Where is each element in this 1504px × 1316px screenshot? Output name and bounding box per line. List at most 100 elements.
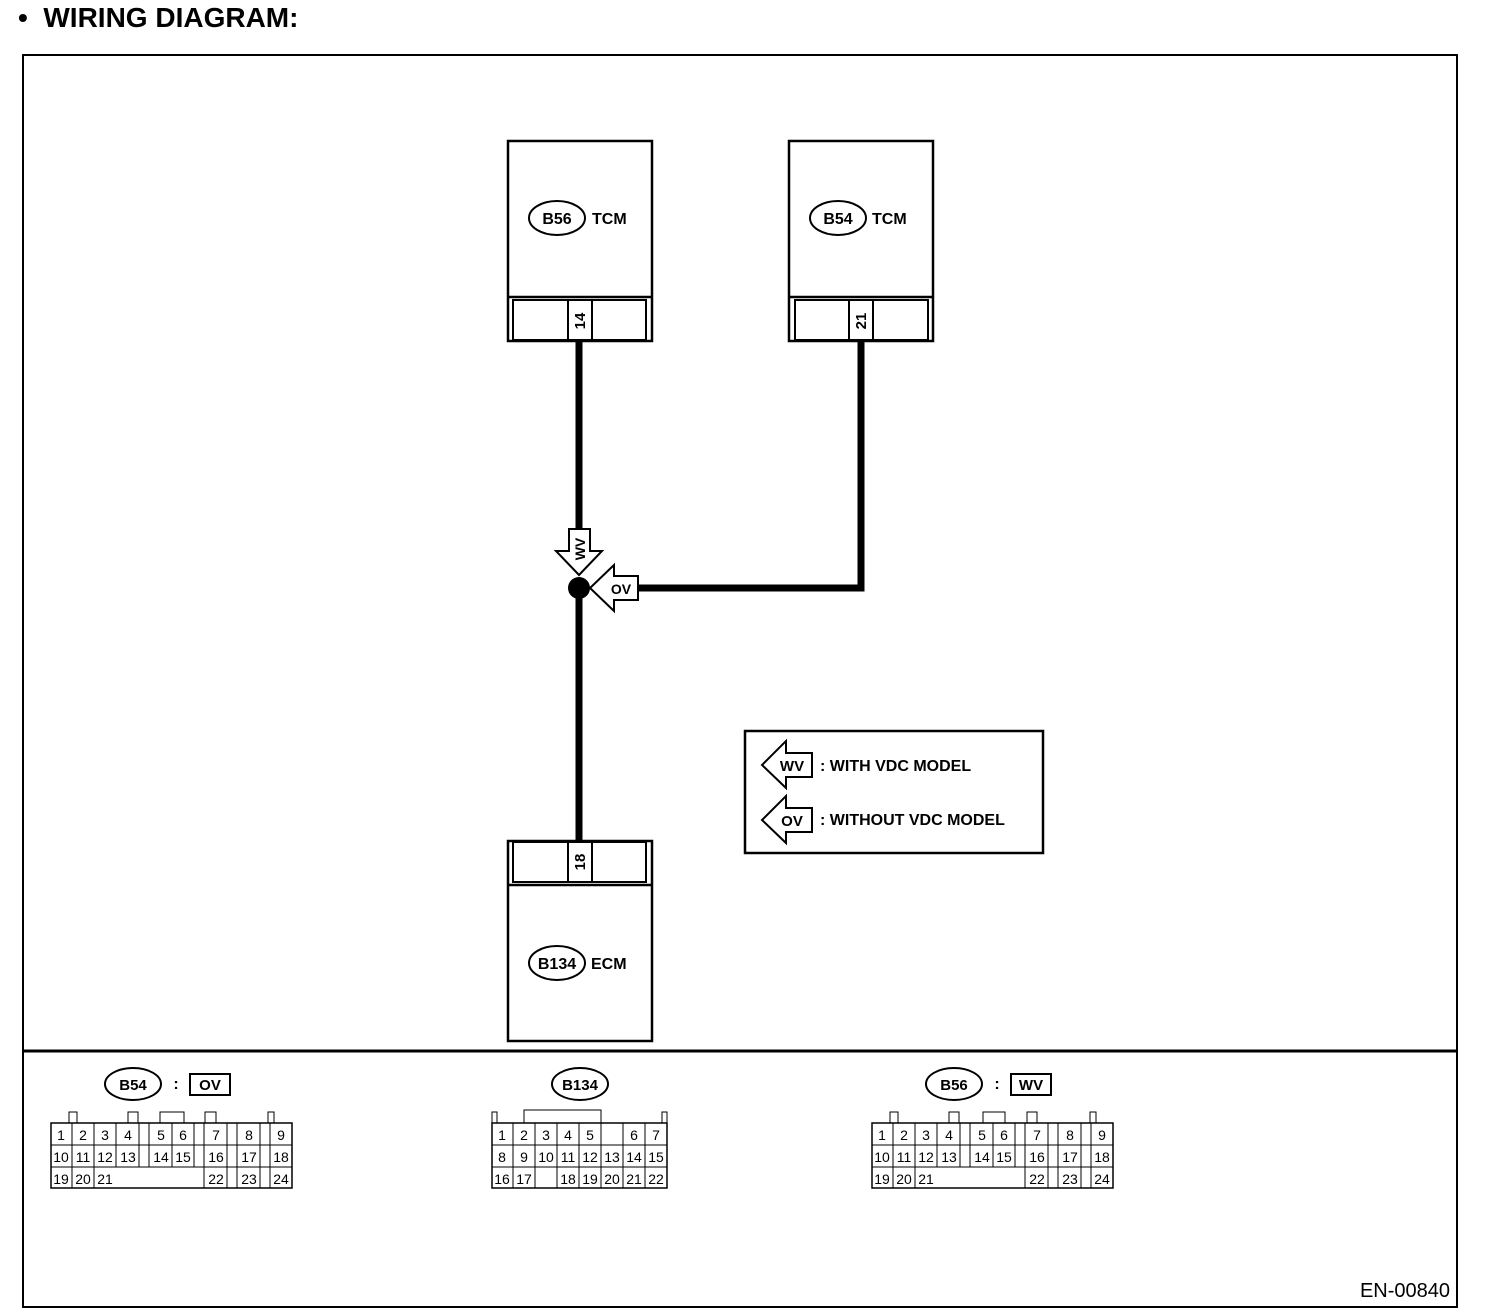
pin-label: 1 (57, 1127, 65, 1143)
diagram-code: EN-00840 (1359, 1280, 1450, 1302)
pin-label: 2 (900, 1127, 908, 1143)
b134-ecm-unit: B134 ECM 18 (506, 839, 654, 1043)
connector-view-b134-id: B134 (562, 1077, 599, 1094)
pin-label: 19 (582, 1171, 598, 1187)
pin-label: 10 (53, 1149, 69, 1165)
b56-connector-id: B56 (542, 211, 571, 228)
pin-label: 9 (277, 1127, 285, 1143)
connector-view-b54-id: B54 (119, 1077, 147, 1094)
connector-view-b56-grid (871, 1111, 1114, 1189)
wire-b54-to-junction (638, 341, 865, 592)
legend-wv-code: WV (780, 758, 804, 775)
b56-pin-14: 14 (572, 312, 589, 329)
pin-label: 14 (626, 1149, 642, 1165)
pin-label: 7 (652, 1127, 660, 1143)
diagram-frame (22, 54, 1458, 1308)
pin-label: 17 (516, 1171, 532, 1187)
pin-label: 15 (175, 1149, 191, 1165)
pin-label: 22 (1029, 1171, 1045, 1187)
connector-view-b134-pins: 1 2 3 4 5 6 7 8 9 10 11 12 13 14 15 16 1… (494, 1127, 664, 1187)
pin-label: 19 (874, 1171, 890, 1187)
pin-label: 7 (1033, 1127, 1041, 1143)
pin-label: 5 (978, 1127, 986, 1143)
pin-label: 11 (561, 1149, 576, 1165)
pin-label: 3 (101, 1127, 109, 1143)
pin-label: 21 (626, 1171, 642, 1187)
pin-label: 15 (996, 1149, 1012, 1165)
b134-connector-id: B134 (538, 956, 576, 973)
pin-label: 13 (120, 1149, 136, 1165)
pin-label: 20 (75, 1171, 91, 1187)
pin-label: 4 (945, 1127, 953, 1143)
connector-view-b54-variant: OV (199, 1077, 221, 1094)
pin-label: 2 (520, 1127, 528, 1143)
connector-view-b56: B56 : WV 1 2 3 (871, 1067, 1114, 1189)
legend-wv-text: : WITH VDC MODEL (820, 758, 971, 775)
pin-label: 23 (241, 1171, 257, 1187)
pin-label: 22 (208, 1171, 224, 1187)
pin-label: 9 (1098, 1127, 1106, 1143)
b54-connector-id: B54 (823, 211, 852, 228)
pin-label: 1 (878, 1127, 886, 1143)
splice-junction (568, 577, 590, 599)
pin-label: 3 (542, 1127, 550, 1143)
pin-label: 17 (1062, 1149, 1078, 1165)
connector-view-b54-grid (50, 1111, 293, 1189)
b56-tcm-unit: B56 TCM 14 (506, 139, 654, 343)
pin-label: 10 (874, 1149, 890, 1165)
pin-label: 14 (153, 1149, 169, 1165)
pin-label: 6 (630, 1127, 638, 1143)
b54-unit-name: TCM (872, 211, 907, 228)
pin-label: 4 (124, 1127, 132, 1143)
legend-ov-text: : WITHOUT VDC MODEL (820, 812, 1005, 829)
pin-label: 11 (897, 1149, 912, 1165)
b56-connector-badge (528, 200, 586, 236)
pin-label: 23 (1062, 1171, 1078, 1187)
b54-pin-21: 21 (853, 313, 870, 330)
pin-label: 13 (604, 1149, 620, 1165)
pin-label: 20 (604, 1171, 620, 1187)
connector-view-b56-variant: WV (1019, 1077, 1043, 1094)
connector-view-b56-id: B56 (940, 1077, 968, 1094)
pin-label: 21 (918, 1171, 934, 1187)
b54-tcm-unit: B54 TCM 21 (787, 139, 935, 343)
pin-label: 16 (208, 1149, 224, 1165)
pin-label: 2 (79, 1127, 87, 1143)
pin-label: 4 (564, 1127, 572, 1143)
connector-view-b56-pins: 1 2 3 4 5 6 7 8 9 10 11 12 13 14 15 16 1… (874, 1127, 1110, 1187)
pin-label: 16 (1029, 1149, 1045, 1165)
pin-label: 6 (179, 1127, 187, 1143)
connector-view-b54-pins: 1 2 3 4 5 6 7 8 9 10 11 12 13 14 15 16 1… (53, 1127, 289, 1187)
pin-label: 1 (498, 1127, 506, 1143)
pin-label: 15 (648, 1149, 664, 1165)
pin-label: 21 (97, 1171, 113, 1187)
b134-connector-badge (528, 945, 586, 981)
pin-label: 5 (586, 1127, 594, 1143)
connector-view-b134-grid (491, 1109, 668, 1189)
pin-label: 12 (97, 1149, 113, 1165)
pin-label: 8 (1066, 1127, 1074, 1143)
legend-ov-code: OV (781, 813, 803, 830)
pin-label: 16 (494, 1171, 510, 1187)
pin-label: 18 (1094, 1149, 1110, 1165)
b54-connector-badge (809, 200, 867, 236)
diagram-heading: • WIRING DIAGRAM: (18, 2, 298, 34)
b56-unit-name: TCM (592, 211, 627, 228)
ov-marker-icon: OV (588, 562, 639, 614)
connector-view-b54-sep: : (173, 1076, 178, 1093)
pin-label: 12 (918, 1149, 934, 1165)
connector-view-b56-sep: : (994, 1076, 999, 1093)
pin-label: 11 (76, 1149, 91, 1165)
wv-marker-label: WV (572, 537, 588, 560)
pin-label: 14 (974, 1149, 990, 1165)
pin-label: 24 (273, 1171, 289, 1187)
connector-view-b54: B54 : OV 1 2 (50, 1067, 293, 1189)
pin-label: 20 (896, 1171, 912, 1187)
pin-label: 5 (157, 1127, 165, 1143)
ov-marker-label: OV (611, 581, 632, 597)
pin-label: 17 (241, 1149, 257, 1165)
pin-label: 18 (273, 1149, 289, 1165)
legend-ov-icon: OV (760, 793, 813, 846)
b134-pin-18: 18 (572, 854, 589, 871)
